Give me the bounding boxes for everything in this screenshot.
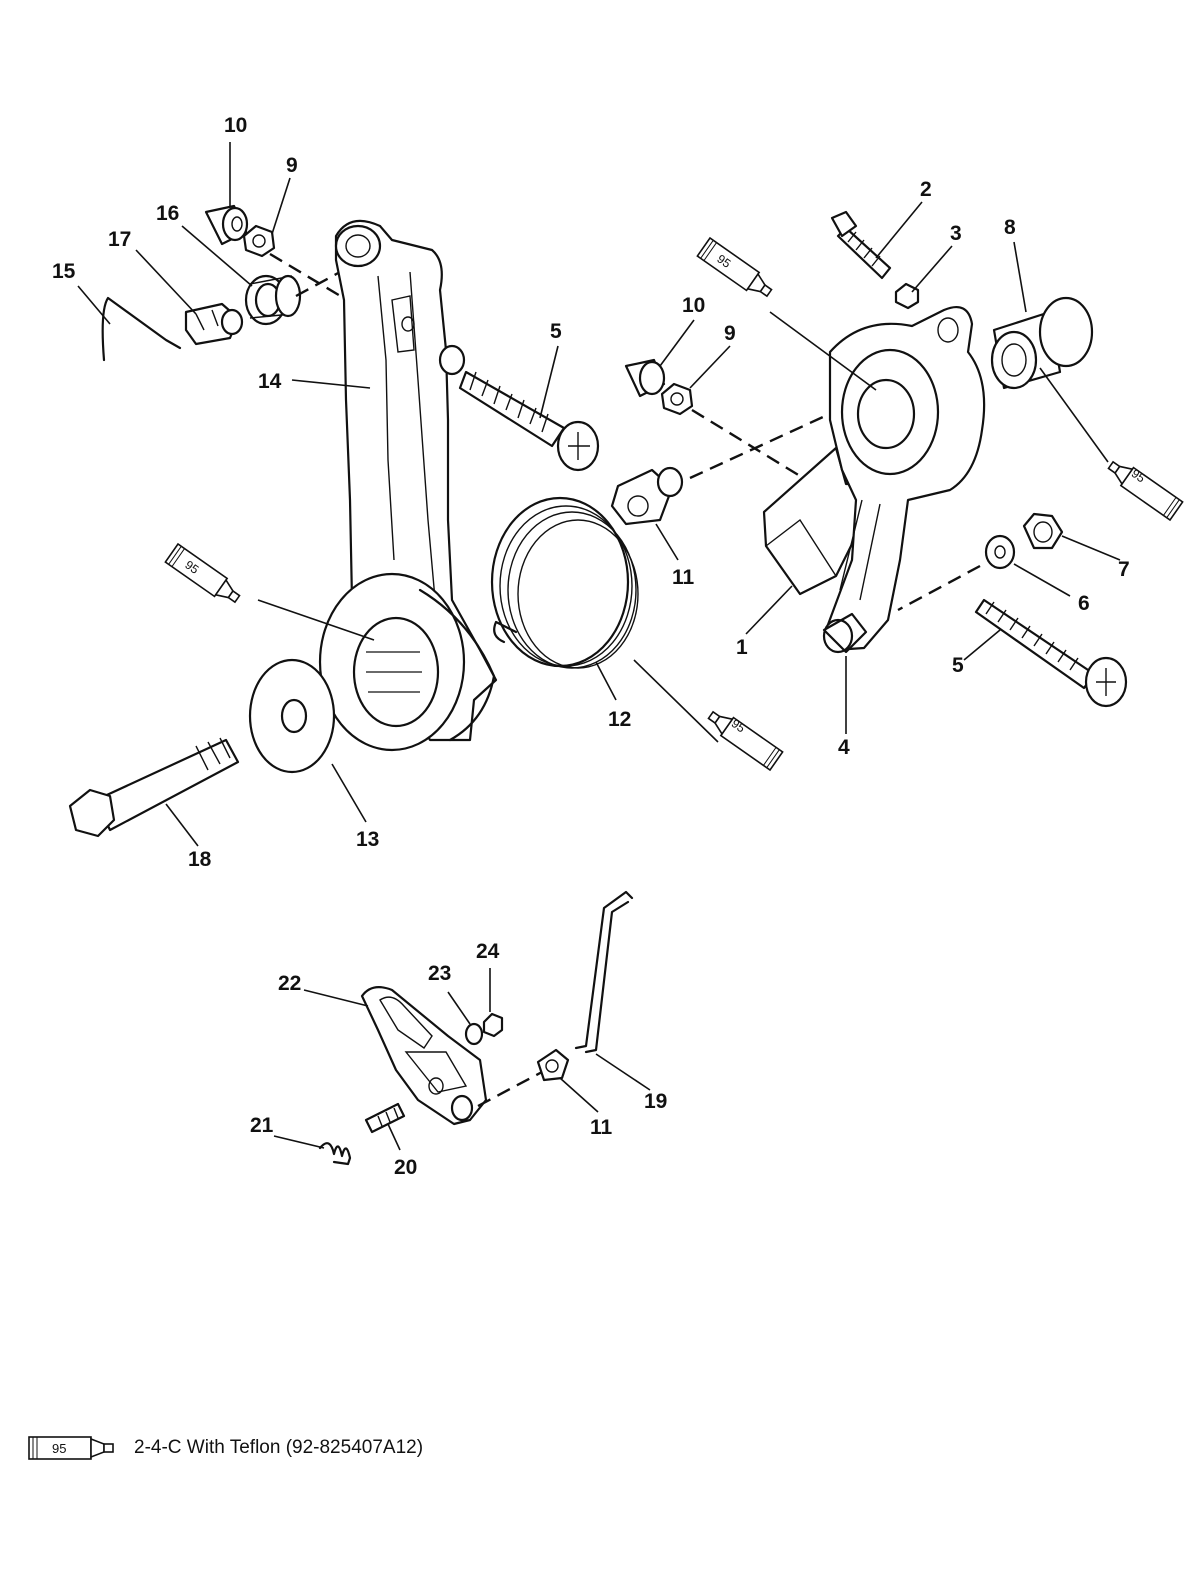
callout-20: 20 <box>394 1156 417 1179</box>
callout-9: 9 <box>286 154 298 177</box>
callout-17: 17 <box>108 228 131 251</box>
callout-8: 8 <box>1004 216 1016 239</box>
callout-4: 4 <box>838 736 850 759</box>
callout-16: 16 <box>156 202 179 225</box>
part-14-arm-hub <box>318 572 496 752</box>
legend-text: 2-4-C With Teflon (92-825407A12) <box>134 1437 424 1458</box>
assembly-line <box>691 408 801 478</box>
callout-numbers: 10 9 16 17 15 14 5 2 3 8 10 9 11 7 6 1 5… <box>52 114 1130 1179</box>
callout-3: 3 <box>950 222 962 245</box>
callout-15: 15 <box>52 260 76 283</box>
callout-23: 23 <box>428 962 451 985</box>
part-24-nut <box>482 1012 504 1038</box>
callout-19: 19 <box>644 1090 667 1113</box>
part-7-nut <box>1022 512 1064 550</box>
part-17-clip <box>184 302 244 346</box>
lubricant-tube-icon: 95 <box>696 237 777 303</box>
svg-text:95: 95 <box>52 1441 66 1456</box>
part-9-hex-nut-upper-right <box>660 382 694 416</box>
callout-18: 18 <box>188 848 212 871</box>
part-3-nut <box>894 282 920 310</box>
part-10-cap-nut-upper-left <box>204 204 249 246</box>
part-12-spring <box>490 496 639 669</box>
assembly-line <box>295 270 341 298</box>
callout-12: 12 <box>608 708 631 731</box>
callout-10: 10 <box>224 114 247 137</box>
part-16-bushing <box>244 274 302 326</box>
part-4-roller <box>822 612 868 654</box>
part-5-screw-left <box>458 370 600 472</box>
callout-10: 10 <box>682 294 705 317</box>
part-23-washer <box>464 1022 484 1046</box>
callout-24: 24 <box>476 940 500 963</box>
callout-9: 9 <box>724 322 736 345</box>
callout-11: 11 <box>672 566 695 589</box>
callout-5: 5 <box>952 654 964 677</box>
callout-14: 14 <box>258 370 282 393</box>
assembly-line <box>897 564 981 612</box>
part-19-link-rod <box>574 890 634 1054</box>
part-21-spring <box>318 1142 352 1166</box>
callout-13: 13 <box>356 828 379 851</box>
callout-2: 2 <box>920 178 932 201</box>
part-15-link-rod <box>101 296 182 362</box>
part-9-hex-nut-upper-left <box>242 224 276 258</box>
callout-22: 22 <box>278 972 301 995</box>
legend: 95 2-4-C With Teflon (92-825407A12) <box>28 1432 423 1464</box>
callout-1: 1 <box>736 636 748 659</box>
lubricant-tube-icon: 95 <box>164 543 245 609</box>
callout-21: 21 <box>250 1114 274 1137</box>
part-18-bolt <box>68 737 240 838</box>
part-22-bracket <box>360 985 488 1126</box>
callout-5: 5 <box>550 320 562 343</box>
lubricant-tube-icon: 95 <box>1103 455 1184 521</box>
part-8-sleeve <box>990 296 1094 390</box>
part-20-stud <box>364 1102 406 1134</box>
assembly-line <box>477 1070 543 1108</box>
part-11-pivot-stud-lower <box>536 1048 570 1082</box>
part-6-washer <box>984 534 1016 570</box>
part-10-cap-nut-upper-right <box>624 358 666 398</box>
leader-lines <box>77 142 1121 1151</box>
part-5-screw-right <box>974 598 1128 708</box>
callout-7: 7 <box>1118 558 1130 581</box>
part-13-washer <box>248 658 336 774</box>
lubricant-tube-icon: 95 <box>28 1436 114 1460</box>
callout-11: 11 <box>590 1116 613 1139</box>
callout-6: 6 <box>1078 592 1090 615</box>
part-2-screw <box>830 210 892 280</box>
lubricant-tube-icon: 95 <box>703 705 784 771</box>
part-1-lever <box>762 306 986 652</box>
part-11-pivot-stud-upper <box>610 466 684 526</box>
